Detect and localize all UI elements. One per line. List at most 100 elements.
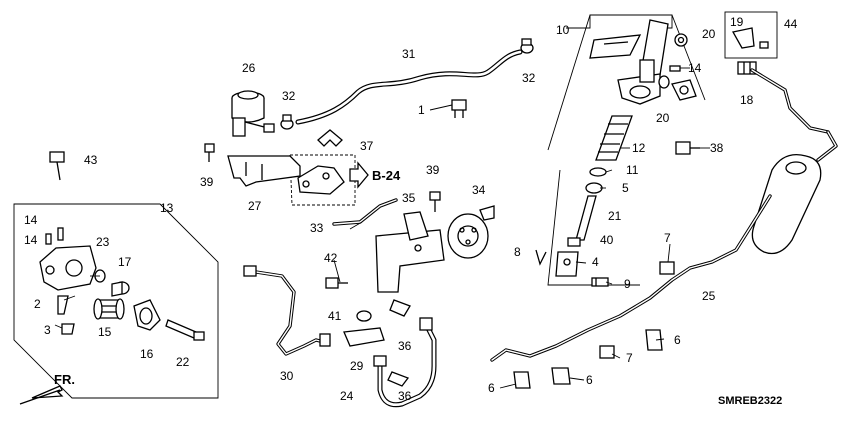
reference-dashed-box bbox=[289, 154, 356, 206]
bolt-43 bbox=[49, 151, 65, 181]
callout-30: 30 bbox=[280, 369, 294, 383]
pulsation-damper bbox=[751, 153, 822, 255]
clutch-pipe bbox=[490, 194, 772, 362]
callout-8: 8 bbox=[514, 245, 521, 259]
callout-25: 25 bbox=[702, 289, 716, 303]
callout-43: 43 bbox=[84, 153, 98, 167]
callout-15: 15 bbox=[98, 325, 112, 339]
clevis-pin bbox=[591, 277, 609, 287]
clutch-pipe-inner bbox=[491, 195, 771, 361]
callout-14-lower: 14 bbox=[24, 233, 38, 247]
callout-3: 3 bbox=[44, 323, 51, 337]
leader-6-right bbox=[655, 338, 665, 341]
lock-nut bbox=[585, 182, 603, 194]
callout-7-lower: 7 bbox=[626, 351, 633, 365]
snap-ring bbox=[589, 167, 607, 177]
leader-3 bbox=[54, 324, 63, 329]
pipe-35 bbox=[332, 198, 398, 226]
callout-41: 41 bbox=[328, 309, 342, 323]
pipe-damper-inlet bbox=[816, 130, 838, 162]
callout-33: 33 bbox=[310, 221, 324, 235]
callout-27: 27 bbox=[248, 199, 262, 213]
bolt-42 bbox=[325, 277, 348, 289]
seal-ring-upper bbox=[674, 33, 688, 47]
hose-clamp-left bbox=[280, 114, 294, 130]
callout-23: 23 bbox=[96, 235, 110, 249]
callout-12: 12 bbox=[632, 141, 646, 155]
reference-arrow bbox=[349, 161, 369, 189]
pipe-clip-6-left bbox=[513, 371, 531, 389]
callout-24: 24 bbox=[340, 389, 354, 403]
clip-36-lower bbox=[387, 371, 410, 387]
bracket-kit-box bbox=[724, 11, 778, 59]
leader-7-upper bbox=[667, 243, 671, 263]
kit-box-left-edge bbox=[547, 14, 591, 151]
leader-4 bbox=[575, 261, 587, 264]
pipe-master-to-damper bbox=[750, 68, 830, 134]
pipe-clip-6-right bbox=[645, 329, 663, 351]
reference-label: B-24 bbox=[372, 168, 401, 183]
union-bolt bbox=[675, 141, 700, 155]
spring-clip bbox=[669, 65, 681, 72]
push-rod-22 bbox=[165, 319, 205, 341]
callout-11: 11 bbox=[626, 163, 639, 177]
callout-32-left: 32 bbox=[282, 89, 296, 103]
callout-6-right: 6 bbox=[674, 333, 681, 347]
callout-10: 10 bbox=[556, 23, 570, 37]
reservoir-tank bbox=[231, 90, 275, 137]
front-direction-label: FR. bbox=[54, 372, 75, 387]
clutch-damper bbox=[447, 205, 495, 259]
callout-4: 4 bbox=[592, 255, 599, 269]
callout-1: 1 bbox=[418, 103, 425, 117]
pins-14 bbox=[45, 227, 64, 245]
callout-26: 26 bbox=[242, 61, 256, 75]
callout-14-upper: 14 bbox=[24, 213, 38, 227]
callout-20-lower: 20 bbox=[656, 111, 670, 125]
callout-6-left: 6 bbox=[488, 381, 495, 395]
master-cylinder bbox=[589, 19, 669, 105]
callout-39-centre: 39 bbox=[426, 163, 440, 177]
leader-1 bbox=[429, 104, 453, 111]
leader-6-left bbox=[499, 383, 517, 389]
seal-ring-lower bbox=[658, 75, 670, 89]
callout-44: 44 bbox=[784, 17, 798, 31]
pipe-bracket bbox=[731, 27, 769, 49]
pipe-damper-inlet-inner bbox=[817, 131, 837, 161]
callout-42: 42 bbox=[324, 251, 338, 265]
kit-box-lower-edge bbox=[547, 169, 640, 286]
hose-joint bbox=[671, 79, 697, 101]
push-rod bbox=[575, 195, 597, 241]
callout-37: 37 bbox=[360, 139, 374, 153]
callout-19: 19 bbox=[730, 15, 744, 29]
callout-38: 38 bbox=[710, 141, 724, 155]
bolt-39-centre bbox=[429, 191, 441, 212]
callout-5: 5 bbox=[622, 181, 629, 195]
callout-16: 16 bbox=[140, 347, 154, 361]
callout-35: 35 bbox=[402, 191, 416, 205]
bleeder-screw bbox=[57, 295, 69, 315]
callout-9: 9 bbox=[624, 277, 631, 291]
callout-14-kit: 14 bbox=[688, 61, 702, 75]
callout-22: 22 bbox=[176, 355, 190, 369]
hose-clip bbox=[451, 99, 467, 118]
pipe-clip-6-middle bbox=[551, 367, 571, 385]
push-rod-nut bbox=[567, 237, 581, 247]
callout-17: 17 bbox=[118, 255, 132, 269]
callout-31: 31 bbox=[402, 47, 416, 61]
leader-6-middle bbox=[569, 377, 585, 381]
leader-33 bbox=[349, 221, 363, 230]
callout-36-lower: 36 bbox=[398, 389, 412, 403]
slave-cylinder-body bbox=[39, 245, 97, 291]
hose-holder-clip bbox=[317, 129, 343, 147]
leader-2 bbox=[63, 295, 76, 301]
clutch-hose bbox=[373, 317, 437, 408]
nut-41 bbox=[356, 310, 372, 322]
callout-36-upper: 36 bbox=[398, 339, 412, 353]
front-direction-arrow bbox=[19, 385, 64, 405]
callout-34: 34 bbox=[472, 183, 486, 197]
bolt-upper-left bbox=[204, 143, 215, 162]
diagram-code: SMREB2322 bbox=[718, 395, 782, 407]
clutch-pipe-30 bbox=[243, 265, 331, 356]
